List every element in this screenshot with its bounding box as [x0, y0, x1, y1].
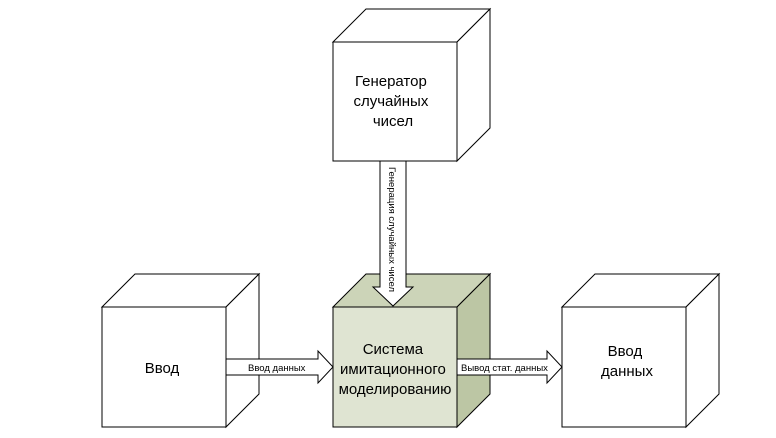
generator-label-line-2: случайных — [353, 93, 428, 110]
generator-cube-front — [332, 41, 458, 162]
generator-label-line-3: чисел — [373, 113, 413, 130]
input-cube: Ввод — [100, 272, 261, 429]
system-cube: Система имитационного моделированию — [331, 272, 492, 429]
output-cube-front — [561, 306, 687, 428]
input-cube-front — [101, 306, 227, 428]
system-label-line-3: моделированию — [339, 381, 452, 398]
generator-label-line-1: Генератор — [355, 73, 427, 90]
arrow-generator-to-system-shape — [371, 160, 415, 307]
system-label-line-2: имитационного — [340, 361, 446, 378]
arrow-input-to-system-shape — [225, 349, 334, 385]
output-label: Ввод данных — [601, 343, 653, 380]
input-label-line-1: Ввод — [145, 360, 180, 377]
arrow-system-to-output: Вывод стат. данных — [456, 349, 563, 385]
output-label-line-1: Ввод — [608, 343, 643, 360]
input-label: Ввод — [145, 360, 180, 377]
arrow-system-to-output-label: Вывод стат. данных — [461, 363, 548, 374]
system-label: Система имитационного моделированию — [339, 341, 452, 398]
system-cube-front — [332, 306, 458, 428]
arrow-input-to-system: Ввод данных — [225, 349, 334, 385]
arrow-input-to-system-label: Ввод данных — [248, 363, 306, 374]
generator-cube: Генератор случайных чисел — [331, 7, 492, 163]
arrow-system-to-output-shape — [456, 349, 563, 385]
output-label-line-2: данных — [601, 363, 653, 380]
output-cube: Ввод данных — [560, 272, 721, 429]
generator-label: Генератор случайных чисел — [353, 73, 432, 130]
arrow-generator-to-system-label: Генерация случайных чисел — [386, 167, 397, 292]
system-label-line-1: Система — [363, 341, 424, 358]
arrow-generator-to-system: Генерация случайных чисел — [371, 160, 415, 307]
